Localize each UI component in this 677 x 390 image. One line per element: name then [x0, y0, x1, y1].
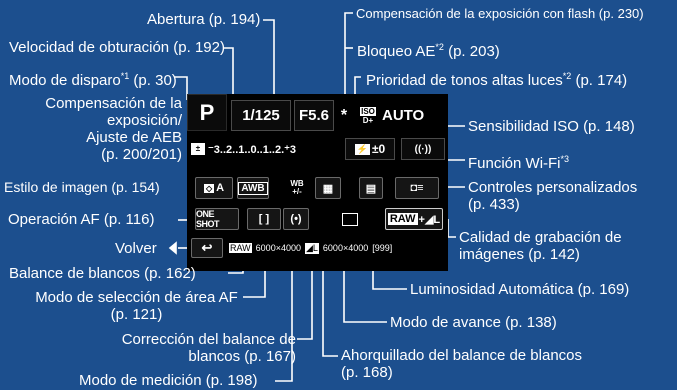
l-resolution: 6000×4000 — [322, 243, 369, 253]
quality-info-bar: RAW 6000×4000 ◢L 6000×4000 [999] — [229, 238, 445, 258]
label-velocidad: Velocidad de obturación (p. 192) — [9, 39, 225, 56]
line-comp-flash — [344, 12, 353, 101]
line-modo-disparo — [174, 76, 188, 100]
white-balance-icon[interactable]: AWB — [237, 177, 269, 199]
exp-scale-text: ⁻3..2..1..0..1..2.⁺3 — [208, 143, 297, 156]
af-area-icon[interactable]: [ ] — [247, 208, 281, 230]
label-estilo: Estilo de imagen (p. 154) — [4, 179, 160, 195]
modo-disparo-text: Modo de disparo — [9, 72, 121, 89]
comp-exp-line2: exposición/ — [106, 112, 182, 129]
label-calidad: Calidad de grabación de imágenes (p. 142… — [459, 229, 622, 263]
exp-comp-icon: ± — [191, 143, 205, 155]
shots-remaining: [999] — [372, 243, 393, 253]
metering-mode-icon[interactable]: (•) — [283, 208, 309, 230]
wifi-text: Función Wi-Fi — [468, 155, 561, 172]
picture-style-icon[interactable]: ◇ A — [195, 177, 233, 199]
prioridad-text: Prioridad de tonos altas luces — [366, 72, 563, 89]
modo-disparo-footnote: *1 — [120, 71, 130, 81]
line-medicion — [275, 232, 293, 382]
volver-arrow-head — [168, 241, 177, 255]
label-iso: Sensibilidad ISO (p. 148) — [468, 118, 635, 135]
modo-disparo-page: (p. 30) — [129, 72, 177, 89]
flash-comp-value: ±0 — [371, 142, 386, 156]
iso-value: AUTO — [382, 107, 425, 124]
auto-lighting-icon[interactable]: ▤ — [359, 177, 383, 199]
raw-tag: RAW — [229, 243, 252, 253]
calidad-line1: Calidad de grabación de — [459, 229, 622, 246]
correccion-line1: Corrección del balance de — [121, 331, 296, 348]
ae-lock-indicator: * — [337, 100, 351, 131]
aperture-value[interactable]: F5.6 — [294, 100, 334, 131]
flash-comp-icon: ⚡ — [354, 143, 370, 155]
seleccion-af-line2: (p. 121) — [110, 306, 163, 323]
line-calidad — [447, 219, 456, 238]
controles-line2: (p. 433) — [468, 196, 520, 213]
line-abertura — [263, 19, 275, 100]
label-luminosidad: Luminosidad Automática (p. 169) — [410, 281, 630, 298]
prioridad-page: (p. 174) — [571, 72, 628, 89]
wifi-footnote: *3 — [560, 154, 570, 164]
highlight-tone-badge: D+ — [362, 115, 374, 125]
ahorquillado-line1: Ahorquillado del balance de blancos — [341, 347, 583, 364]
label-prioridad: Prioridad de tonos altas luces*2 (p. 174… — [366, 68, 627, 89]
label-balance: Balance de blancos (p. 162) — [9, 265, 196, 282]
label-controles: Controles personalizados (p. 433) — [468, 179, 637, 213]
custom-controls-icon[interactable]: ◘≡ — [395, 177, 439, 199]
quality-l-label: +◢L — [418, 213, 441, 226]
ahorquillado-line2: (p. 168) — [341, 364, 393, 381]
comp-exp-line4: (p. 200/201) — [101, 146, 182, 163]
white-balance-value: AWB — [238, 181, 268, 195]
label-correccion: Corrección del balance de blancos (p. 16… — [96, 331, 296, 365]
exposure-comp-scale[interactable]: ± ⁻3..2..1..0..1..2.⁺3 — [191, 134, 341, 164]
wb-shift-top: WB — [290, 179, 304, 188]
label-wifi: Función Wi-Fi*3 — [468, 151, 569, 172]
raw-resolution: 6000×4000 — [255, 243, 301, 253]
iso-setting[interactable]: ISO D+ AUTO — [354, 100, 447, 131]
label-abertura: Abertura (p. 194) — [147, 11, 261, 28]
l-tag: ◢L — [304, 242, 319, 254]
controles-line1: Controles personalizados — [468, 179, 638, 196]
af-operation-icon[interactable]: ONE SHOT — [195, 208, 239, 230]
comp-exp-line3: Ajuste de AEB — [86, 129, 182, 146]
iso-badge: ISO — [360, 106, 376, 116]
label-avance: Modo de avance (p. 138) — [390, 314, 557, 331]
wifi-function[interactable]: ((·)) — [401, 138, 445, 160]
wb-shift-bottom: +/- — [292, 187, 302, 196]
label-modo-disparo: Modo de disparo*1 (p. 30) — [9, 68, 177, 89]
camera-screen: P 1/125 F5.6 * ISO D+ AUTO ± ⁻3..2..1..0… — [187, 94, 448, 271]
seleccion-af-line1: Modo de selección de área AF — [35, 289, 238, 306]
label-medicion: Modo de medición (p. 198) — [79, 372, 258, 389]
back-button[interactable]: ↩ — [191, 238, 223, 258]
wb-bracketing-icon[interactable]: ▦ — [315, 177, 341, 199]
correccion-line2: blancos (p. 167) — [188, 348, 296, 365]
calidad-line2: imágenes (p. 142) — [459, 246, 580, 263]
shooting-mode[interactable]: P — [187, 94, 227, 131]
flash-exposure-comp[interactable]: ⚡ ±0 — [345, 138, 395, 160]
label-bloqueo-ae: Bloqueo AE*2 (p. 203) — [357, 39, 500, 60]
comp-exp-line1: Compensación de la — [45, 95, 182, 112]
label-ahorquillado: Ahorquillado del balance de blancos (p. … — [341, 347, 582, 381]
line-velocidad — [223, 47, 234, 100]
quality-raw-badge: RAW — [387, 213, 418, 225]
picture-style-value: A — [216, 182, 225, 194]
prioridad-footnote: *2 — [562, 71, 572, 81]
label-comp-flash: Compensación de la exposición con flash … — [356, 6, 644, 21]
bloqueo-ae-text: Bloqueo AE — [357, 43, 436, 60]
bloqueo-ae-page: (p. 203) — [443, 43, 500, 60]
label-seleccion-af: Modo de selección de área AF (p. 121) — [9, 289, 264, 323]
image-quality-icon[interactable]: RAW +◢L — [385, 208, 443, 230]
wb-correction-icon[interactable]: WB +/- — [283, 177, 311, 199]
drive-mode-icon[interactable] — [337, 208, 363, 230]
label-volver: Volver — [115, 240, 157, 257]
shutter-speed[interactable]: 1/125 — [231, 100, 291, 131]
bloqueo-ae-footnote: *2 — [435, 42, 444, 52]
label-operacion-af: Operación AF (p. 116) — [8, 211, 155, 228]
label-comp-exp: Compensación de la exposición/ Ajuste de… — [8, 95, 182, 163]
